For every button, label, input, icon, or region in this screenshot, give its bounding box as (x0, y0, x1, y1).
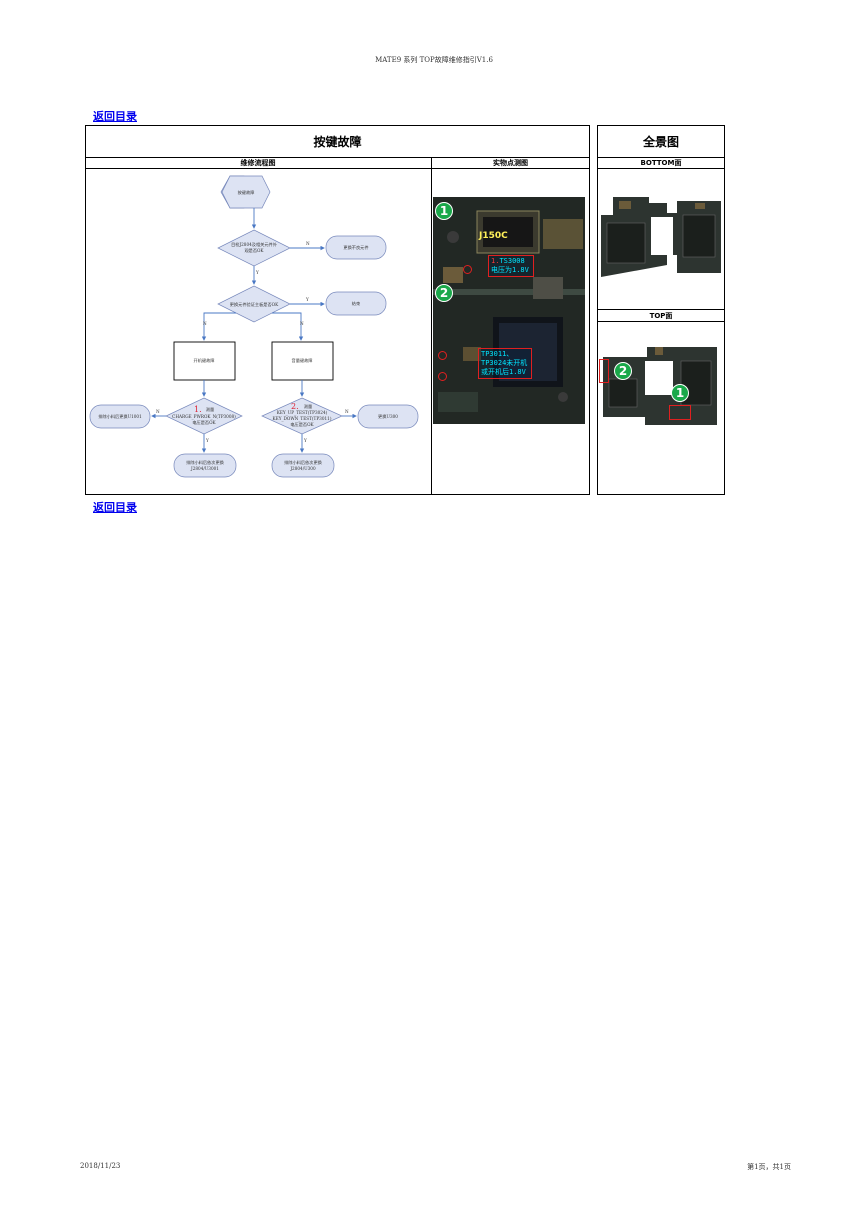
callout-tp3011: TP3011、 TP3024未开机 或开机后1.8V (478, 348, 532, 379)
test-point-ring (463, 265, 472, 274)
m2-no-text: 更换U300 (378, 413, 398, 420)
callout2-line2: TP3024未开机 (481, 359, 528, 367)
m1-no-text: 排除小料后更换U1001 (98, 413, 142, 420)
divider (597, 157, 725, 158)
m2-yes-line1: 排除小料后依次更换 (284, 459, 323, 466)
m1-yes-node (173, 453, 237, 478)
end-node (325, 291, 387, 316)
m2-yes-node (271, 453, 335, 478)
marker-1: 1 (671, 384, 689, 402)
measure2-line1: 测量 (304, 403, 312, 410)
measure1-line2: CHARGE_PWROK_N(TP3008) (172, 414, 236, 419)
q1-no-label: N (306, 241, 310, 246)
board-texture (433, 197, 585, 424)
callout1-line2: 电压为1.8V (491, 266, 529, 274)
photo-column-header: 实物点测图 (431, 157, 590, 169)
q1-yes-label: Y (255, 270, 259, 275)
marker-2: 2 (614, 362, 632, 380)
highlight-box (669, 405, 691, 420)
q2-text: 更换元件验证主板是否OK (230, 301, 279, 308)
volume-key-text: 音量键故障 (292, 357, 313, 364)
bottom-side-label: BOTTOM面 (597, 157, 725, 169)
flow-column-header: 维修流程图 (85, 157, 431, 169)
measure1-num: 1. (194, 405, 202, 414)
branch-no-label-2: N (300, 321, 304, 326)
footer-page: 第1页，共1页 (747, 1163, 791, 1171)
callout-ts3008: 1.TS3008 电压为1.8V (488, 255, 534, 277)
end-text: 结束 (352, 300, 361, 307)
overview-table (597, 125, 725, 495)
m2-yes-label: Y (303, 438, 307, 443)
callout2-line3: 或开机后1.8V (481, 368, 526, 376)
overview-title: 全景图 (642, 134, 679, 149)
q1-line1: 目检J2804及相关元件外 (231, 241, 278, 248)
q1-no-text: 更换不良元件 (343, 244, 368, 251)
main-table (85, 125, 590, 495)
top-board-art (603, 347, 717, 425)
back-to-contents-link-bottom[interactable]: 返回目录 (93, 501, 137, 514)
repair-flowchart: 按键故障 目检J2804及相关元件外 观是否OK N 更换不良元件 Y 更换元件… (89, 175, 419, 478)
m1-yes-line1: 排除小料后依次更换 (186, 459, 225, 466)
m2-no-node (357, 404, 419, 429)
callout2-line1: TP3011、 (481, 350, 514, 358)
test-point-ring (438, 351, 447, 360)
callout1-num: 1. (491, 257, 500, 265)
measure2-line3: KEY_DOWN_TEST(TP3011) (273, 416, 332, 421)
bottom-board-photo (599, 193, 723, 278)
marker-1: 1 (435, 202, 453, 220)
q1-line2: 观是否OK (244, 248, 264, 254)
m1-yes-label: Y (205, 438, 209, 443)
measure2-line2: KEY_UP_TEST(TP3024) (277, 410, 328, 415)
m1-no-node (89, 404, 151, 429)
connector-label: J150C (479, 231, 508, 241)
divider (431, 157, 432, 495)
top-board-photo: 2 1 (599, 343, 723, 428)
m2-no-label: N (345, 409, 349, 414)
branch-no-label: N (203, 321, 207, 326)
measure2-num: 2. (291, 402, 299, 411)
highlight-box (599, 359, 609, 383)
m1-no-label: N (156, 409, 160, 414)
back-to-contents-link[interactable]: 返回目录 (93, 110, 137, 123)
marker-2: 2 (435, 284, 453, 302)
test-point-ring (438, 372, 447, 381)
measure2-line4: 电压是否OK (290, 421, 314, 428)
board-closeup-photo: J150C 1 2 1.TS3008 电压为1.8V TP3011、 TP302… (433, 197, 585, 424)
start-label: 按键故障 (238, 189, 255, 196)
callout1-line1: TS3008 (499, 257, 525, 265)
m2-yes-line2: J2804/U300 (289, 466, 316, 471)
start-hexagon (221, 175, 271, 209)
q1-no-node (325, 235, 387, 260)
divider (597, 309, 725, 310)
measure1-line1: 测量 (206, 406, 214, 413)
top-side-label: TOP面 (597, 310, 725, 322)
measure1-line3: 电压是否OK (192, 419, 216, 426)
document-header: MATE9 系列 TOP故障维修指引V1.6 (375, 56, 493, 64)
footer-date: 2018/11/23 (80, 1162, 121, 1170)
q2-yes-label: Y (305, 297, 309, 302)
power-key-text: 开机键故障 (194, 357, 215, 364)
bottom-board-art (601, 197, 721, 277)
main-title: 按键故障 (313, 134, 362, 149)
divider (85, 157, 590, 158)
power-key-node (173, 341, 236, 381)
m1-yes-line2: J2804/U3001 (190, 466, 219, 471)
volume-key-node (271, 341, 334, 381)
